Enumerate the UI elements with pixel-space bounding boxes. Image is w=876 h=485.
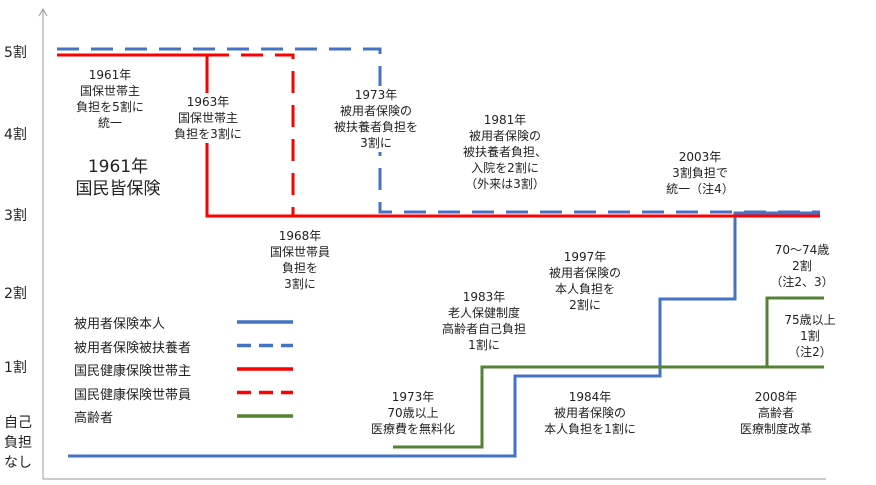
- annotation-line: 1997年: [563, 250, 607, 264]
- annotation-line: 1968年: [278, 229, 322, 243]
- annotation-a1997: 1997年被用者保険の本人負担を 2割に: [545, 248, 625, 314]
- annotation-a1961: 1961年国保世帯主負担を5割に統一: [73, 66, 147, 132]
- y-axis-arrow-icon: [38, 7, 48, 17]
- series-line-branch-4: [765, 296, 824, 367]
- annotation-line: 老人保健制度: [447, 306, 521, 320]
- legend-label: 高齢者: [74, 411, 114, 426]
- annotation-line: 被用者保険の: [548, 266, 622, 280]
- legend-label: 国民健康保険世帯主: [74, 364, 192, 379]
- annotation-line: 医療費を無料化: [370, 422, 456, 436]
- annotation-line: （外来は3割）: [465, 177, 545, 191]
- annotation-line: 3割負担で: [672, 166, 728, 180]
- annotation-line: 国保世帯主: [79, 84, 141, 98]
- legend-label: 被用者保険本人: [74, 317, 166, 332]
- annotation-line: 入院を2割に: [471, 161, 539, 175]
- annotation-line: （注2）: [788, 345, 832, 359]
- annotation-line: 1963年: [186, 95, 230, 109]
- series-line-0: [68, 211, 820, 458]
- annotation-a1984: 1984年被用者保険の本人負担を1割に: [541, 388, 639, 438]
- annotation-line: 3割に: [360, 136, 392, 150]
- annotation-line: 国保世帯主: [177, 111, 239, 125]
- y-tick-0-line: 負担: [4, 435, 32, 451]
- annotation-line: 負担を: [281, 261, 319, 275]
- annotation-a1983: 1983年老人保健制度高齢者自己負担 1割に: [438, 288, 530, 354]
- annotation-line: 1割: [800, 329, 820, 343]
- y-tick-0: 自己 負担 なし: [4, 413, 32, 473]
- annotation-a2008: 2008年高齢者医療制度改革: [736, 388, 816, 438]
- annotation-line: 統一（注4）: [666, 182, 734, 196]
- annotation-a7074: 70～74歳 2割 （注2、3）: [767, 241, 837, 291]
- legend-label: 被用者保険被扶養者: [74, 340, 192, 356]
- y-tick-5: 5割: [4, 45, 27, 61]
- annotation-a1963: 1963年国保世帯主負担を3割に: [171, 93, 245, 143]
- annotation-line: 1961年: [87, 157, 149, 177]
- annotation-kaihoken: 1961年国民皆保険: [72, 155, 164, 201]
- annotation-line: 2割: [792, 259, 812, 273]
- annotation-line: 1984年: [568, 390, 612, 404]
- annotation-a75: 75歳以上 1割 （注2）: [781, 311, 839, 361]
- annotation-line: 1961年: [88, 68, 132, 82]
- annotation-a1968: 1968年国保世帯員負担を 3割に: [266, 227, 334, 293]
- annotation-line: 本人負担を1割に: [544, 422, 636, 436]
- annotation-line: 70歳以上: [387, 406, 439, 420]
- annotation-line: 被用者保険の: [553, 406, 627, 420]
- annotation-line: 75歳以上: [784, 313, 836, 327]
- annotation-line: 3割に: [284, 277, 316, 291]
- annotation-line: 1981年: [483, 113, 527, 127]
- annotation-line: 負担を3割に: [174, 127, 242, 141]
- annotation-line: （注2、3）: [770, 275, 834, 289]
- y-tick-2: 2割: [4, 286, 27, 302]
- series-line-3: [207, 53, 295, 216]
- annotation-line: 1973年: [391, 390, 435, 404]
- annotation-a1973a: 1973年被用者保険の被扶養者負担を 3割に: [330, 86, 422, 152]
- annotation-line: 2割に: [569, 298, 601, 312]
- legend-label: 国民健康保険世帯員: [74, 387, 192, 403]
- y-tick-0-line: なし: [4, 455, 32, 471]
- annotation-line: 2008年: [754, 390, 798, 404]
- annotation-line: 1973年: [354, 88, 398, 102]
- annotation-line: 高齢者自己負担: [441, 322, 527, 336]
- annotation-a1981: 1981年被用者保険の被扶養者負担、入院を2割に （外来は3割）: [459, 111, 551, 193]
- annotation-line: 被扶養者負担を: [333, 120, 419, 134]
- annotation-line: 本人負担を: [554, 282, 616, 296]
- series-line-4: [393, 365, 824, 449]
- annotation-line: 被用者保険の: [339, 104, 413, 118]
- annotation-line: 国民皆保険: [75, 179, 161, 199]
- annotation-line: 被扶養者負担、: [462, 145, 548, 159]
- annotation-line: 高齢者: [757, 406, 795, 420]
- y-tick-4: 4割: [4, 127, 27, 143]
- annotation-line: 70～74歳: [774, 243, 830, 257]
- y-tick-0-line: 自己: [4, 415, 32, 431]
- annotation-line: 統一: [97, 116, 123, 130]
- annotation-line: 1983年: [462, 290, 506, 304]
- annotation-line: 1割に: [468, 338, 500, 352]
- annotation-a1973b: 1973年 70歳以上医療費を無料化: [367, 388, 459, 438]
- annotation-line: 被用者保険の: [468, 129, 542, 143]
- y-tick-1: 1割: [4, 360, 27, 376]
- y-tick-3: 3割: [4, 208, 27, 224]
- annotation-line: 2003年: [678, 150, 722, 164]
- annotation-line: 医療制度改革: [739, 422, 813, 436]
- annotation-a2003: 2003年 3割負担で統一（注4）: [663, 148, 737, 198]
- annotation-line: 負担を5割に: [76, 100, 144, 114]
- annotation-line: 国保世帯員: [269, 245, 331, 259]
